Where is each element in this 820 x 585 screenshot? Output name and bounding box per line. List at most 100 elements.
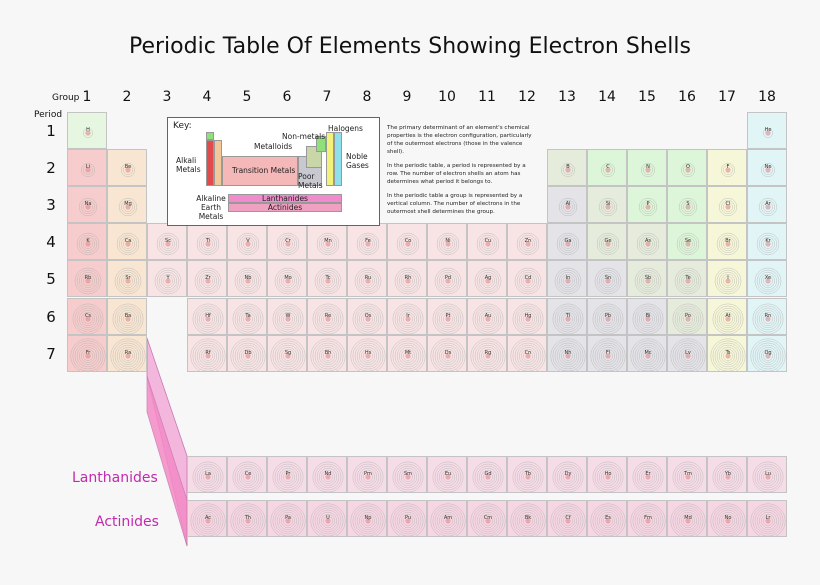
electron-shell-ring bbox=[194, 507, 222, 535]
electron-shell-ring bbox=[279, 468, 297, 486]
electron-shell-ring bbox=[434, 305, 462, 332]
electron-shell-ring bbox=[681, 163, 695, 177]
electron-shell-ring bbox=[432, 461, 464, 492]
electron-shell-ring bbox=[683, 165, 693, 175]
nucleus-dot bbox=[365, 241, 371, 247]
electron-shell-ring bbox=[430, 338, 466, 371]
electron-shell-ring bbox=[679, 198, 697, 217]
nucleus-dot bbox=[205, 474, 211, 480]
electron-shell-ring bbox=[439, 272, 457, 291]
electron-shell-ring bbox=[563, 165, 573, 175]
electron-shell-ring bbox=[752, 505, 784, 536]
nucleus-dot bbox=[725, 352, 731, 359]
electron-shell-ring bbox=[236, 465, 260, 489]
electron-shell-diagram bbox=[672, 461, 704, 492]
electron-shell-ring bbox=[750, 503, 786, 536]
nucleus-dot bbox=[485, 241, 491, 247]
electron-shell-diagram bbox=[559, 198, 577, 217]
electron-shell-ring bbox=[274, 268, 302, 295]
electron-shell-ring bbox=[512, 303, 544, 334]
electron-shell-ring bbox=[756, 270, 780, 293]
electron-shell-ring bbox=[439, 309, 457, 328]
electron-shell-ring bbox=[594, 268, 622, 295]
electron-shell-ring bbox=[234, 507, 262, 535]
nucleus-dot bbox=[725, 204, 731, 210]
electron-shell-ring bbox=[636, 509, 660, 533]
electron-shell-diagram bbox=[272, 303, 304, 334]
element-symbol: Sg bbox=[284, 349, 292, 356]
element-cell-sn: Sn bbox=[587, 260, 627, 298]
electron-shell-ring bbox=[312, 303, 344, 334]
electron-shell-ring bbox=[241, 311, 255, 326]
electron-shell-ring bbox=[712, 303, 744, 334]
electron-shell-diagram bbox=[274, 268, 302, 295]
element-cell-kr: Kr bbox=[747, 223, 787, 261]
description-text: The primary determinant of an element's … bbox=[387, 124, 537, 222]
electron-shell-ring bbox=[232, 461, 264, 492]
electron-shell-ring bbox=[676, 307, 700, 330]
electron-shell-ring bbox=[681, 274, 695, 289]
electron-shell-ring bbox=[510, 338, 546, 371]
element-symbol: Ba bbox=[124, 312, 132, 319]
nucleus-dot bbox=[325, 241, 331, 247]
element-cell-fl: Fl bbox=[587, 334, 627, 372]
electron-shell-ring bbox=[203, 239, 213, 250]
electron-shell-ring bbox=[550, 338, 586, 371]
nucleus-dot bbox=[645, 167, 651, 173]
element-symbol: Gd bbox=[484, 471, 492, 477]
nucleus-dot bbox=[285, 315, 291, 322]
nucleus-dot bbox=[685, 167, 691, 173]
element-symbol: Pa bbox=[285, 515, 291, 521]
element-symbol: Rf bbox=[205, 349, 211, 356]
electron-shell-ring bbox=[114, 268, 142, 295]
nucleus-dot bbox=[525, 241, 531, 247]
element-cell-ts: Ts bbox=[707, 334, 747, 372]
electron-shell-diagram bbox=[561, 163, 575, 177]
element-symbol: Cl bbox=[725, 201, 731, 208]
electron-shell-ring bbox=[323, 350, 333, 361]
element-cell-rn: Rn bbox=[747, 297, 787, 335]
key-label-noble: Noble Gases bbox=[346, 152, 369, 170]
electron-shell-diagram bbox=[676, 233, 700, 256]
electron-shell-ring bbox=[592, 461, 624, 492]
element-symbol: Tl bbox=[565, 312, 571, 319]
electron-shell-ring bbox=[234, 305, 262, 332]
element-cell-pr: Pr bbox=[267, 456, 307, 493]
electron-shell-ring bbox=[472, 461, 504, 492]
electron-shell-ring bbox=[270, 338, 306, 371]
element-cell-c: C bbox=[587, 149, 627, 187]
electron-shell-ring bbox=[719, 346, 737, 365]
electron-shell-ring bbox=[199, 346, 217, 365]
electron-shell-ring bbox=[356, 344, 380, 367]
electron-shell-ring bbox=[761, 163, 775, 177]
element-symbol: Es bbox=[605, 515, 611, 521]
electron-shell-ring bbox=[596, 344, 620, 367]
electron-shell-ring bbox=[754, 268, 782, 295]
nucleus-dot bbox=[85, 278, 91, 284]
electron-shell-ring bbox=[443, 516, 453, 526]
element-cell-rb: Rb bbox=[67, 260, 107, 298]
electron-shell-ring bbox=[163, 276, 173, 287]
electron-shell-ring bbox=[312, 461, 344, 492]
electron-shell-ring bbox=[761, 514, 775, 528]
description-paragraph: The primary determinant of an element's … bbox=[387, 125, 532, 155]
electron-shell-diagram bbox=[192, 461, 224, 492]
electron-shell-ring bbox=[552, 303, 584, 334]
electron-shell-diagram bbox=[512, 461, 544, 492]
electron-shell-ring bbox=[483, 350, 493, 361]
electron-shell-ring bbox=[396, 465, 420, 489]
element-cell-og: Og bbox=[747, 334, 787, 372]
electron-shell-ring bbox=[234, 463, 262, 491]
electron-shell-ring bbox=[323, 276, 333, 287]
nucleus-dot bbox=[165, 241, 171, 247]
electron-shell-ring bbox=[641, 514, 655, 528]
electron-shell-diagram bbox=[430, 338, 466, 371]
electron-shell-ring bbox=[474, 268, 502, 295]
element-cell-cr: Cr bbox=[267, 223, 307, 261]
element-cell-lr: Lr bbox=[747, 500, 787, 537]
electron-shell-ring bbox=[283, 313, 293, 324]
element-symbol: Hf bbox=[205, 312, 211, 319]
element-symbol: Sr bbox=[125, 275, 131, 282]
element-cell-np: Np bbox=[347, 500, 387, 537]
electron-shell-ring bbox=[319, 272, 337, 291]
